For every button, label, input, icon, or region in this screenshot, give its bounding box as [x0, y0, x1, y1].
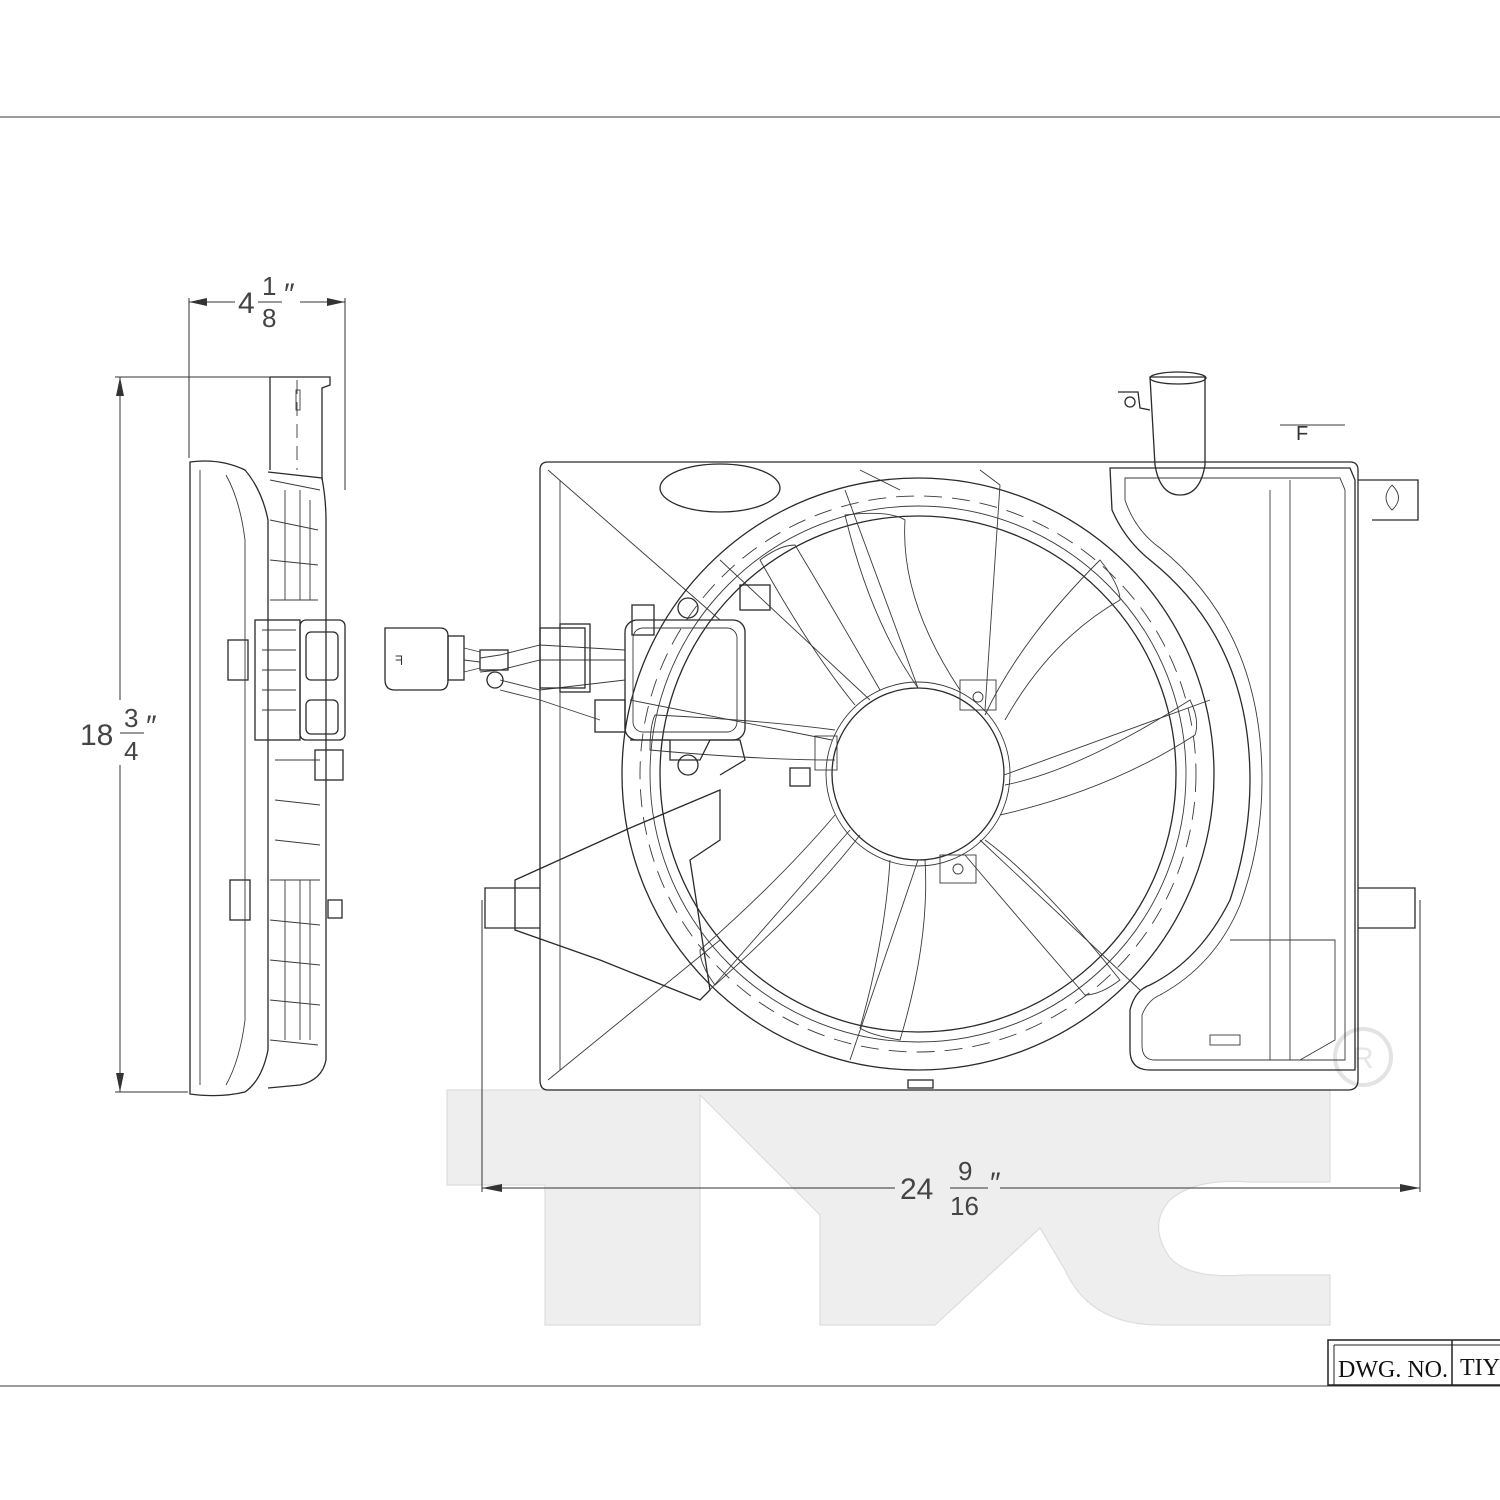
- depth-dimension-label: 4 1 8 ″: [238, 271, 295, 333]
- width-denominator: 16: [950, 1191, 979, 1221]
- height-numerator: 3: [124, 703, 138, 733]
- fan-hub: [831, 687, 1005, 861]
- depth-denominator: 8: [262, 303, 276, 333]
- dwg-no-label: DWG. NO.: [1338, 1357, 1448, 1383]
- height-unit: ″: [146, 710, 157, 743]
- width-numerator: 9: [958, 1156, 972, 1186]
- width-whole: 24: [900, 1173, 933, 1206]
- plug-mark: ᖷ: [395, 654, 403, 669]
- height-denominator: 4: [124, 736, 138, 766]
- width-dimension-label: 24 9 16 ″: [900, 1156, 1001, 1221]
- height-whole: 18: [80, 719, 113, 752]
- width-unit: ″: [990, 1167, 1001, 1200]
- depth-unit: ″: [284, 278, 295, 311]
- resistor-housing: [624, 619, 746, 741]
- frame-mark: F: [1296, 423, 1308, 445]
- depth-numerator: 1: [262, 271, 276, 301]
- front-view: 24 9 16 ″ F: [384, 371, 1421, 1221]
- depth-whole: 4: [238, 287, 255, 320]
- height-dimension-label: 18 3 4 ″: [80, 703, 157, 766]
- dwg-no-value: TIY: [1460, 1355, 1500, 1381]
- side-view: 4 1 8 ″ 18 3 4 ″: [80, 271, 346, 1097]
- electrical-plug: ᖷ: [384, 627, 481, 691]
- title-block: DWG. NO. TIY: [1327, 1339, 1500, 1386]
- fan-blades: [649, 512, 1198, 1041]
- registered-circle: [1333, 1027, 1393, 1087]
- fan-ring: [621, 477, 1215, 1071]
